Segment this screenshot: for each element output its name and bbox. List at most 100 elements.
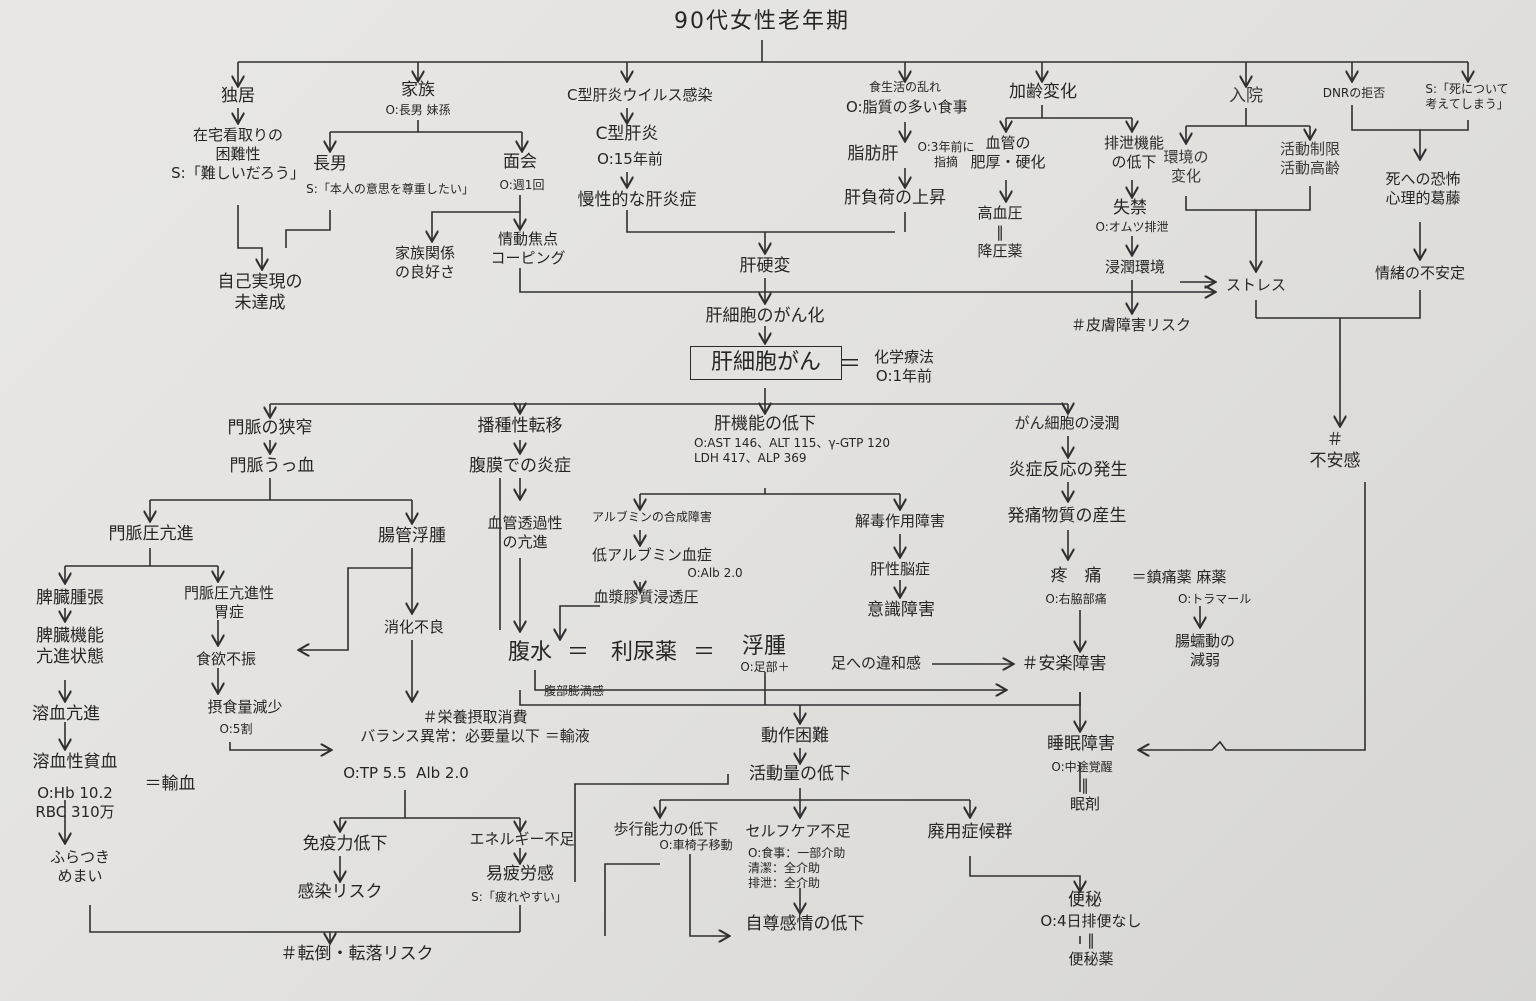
diagram-title: 90代女性老年期 [674, 9, 850, 34]
node-gankaka: 肝細胞のがん化 [705, 306, 825, 326]
node-mansei: 慢性的な肝炎症 [577, 190, 697, 210]
node-hatsutsu: 発痛物質の産生 [1007, 506, 1127, 526]
equals-kagaku: ＝ [838, 352, 861, 377]
node-totsu-o: O:右脇部痛 [1045, 592, 1107, 606]
node-monmyaku-kyosaku: 門脈の狭窄 [227, 418, 313, 438]
node-hizo-shucho: 脾臓腫張 [36, 588, 104, 608]
node-benpi: 便秘 [1068, 890, 1102, 910]
node-stress: ストレス [1225, 276, 1286, 294]
node-katsudoryo: 活動量の低下 [749, 764, 851, 784]
node-monmyaku-uketsu: 門脈うっ血 [229, 456, 315, 476]
node-chozendo: 腸蠕動の 減弱 [1174, 632, 1235, 669]
node-albumin-gosei: アルブミンの合成障害 [592, 510, 712, 524]
node-fuan: ＃ 不安感 [1309, 430, 1361, 471]
node-monmyakuatsu: 門脈圧亢進 [108, 524, 194, 544]
node-eiyo: ＃栄養摂取消費 バランス異常：必要量以下 ＝輸液 [360, 708, 590, 745]
node-dosa-konnan: 動作困難 [761, 726, 829, 746]
node-benpi-o: O:4日排便なし ‖ 便秘薬 [1040, 912, 1142, 968]
node-kankyo: 環境の 変化 [1163, 148, 1209, 185]
node-yuketsu: ＝輸血 [144, 774, 196, 794]
node-nyuin: 入院 [1229, 86, 1263, 106]
node-selfcare: セルフケア不足 [745, 822, 851, 840]
node-hifu: ＃皮膚障害リスク [1070, 316, 1191, 334]
node-enerugi: エネルギー不足 [469, 830, 575, 848]
node-menkai: 面会 [503, 152, 537, 172]
node-eq-chintsu: ＝鎮痛薬 麻薬 [1131, 568, 1227, 586]
node-fukumaku: 腹膜での炎症 [469, 456, 571, 476]
node-monmyaku-isen: 門脈圧亢進性 胃症 [183, 584, 274, 621]
node-koketsuatsu: 高血圧 ‖ 降圧薬 [977, 204, 1023, 260]
node-ihiro: 易疲労感 [486, 864, 554, 884]
node-shi: 死への恐怖 心理的葛藤 [1385, 170, 1461, 207]
node-c-kanen: C型肝炎 [595, 124, 659, 144]
node-c-kanen-o: O:15年前 [597, 150, 663, 168]
node-fushu: 浮腫 [741, 634, 786, 659]
node-kankino: 肝機能の低下 [714, 414, 816, 434]
node-yoketsusei-hinketsu: 溶血性貧血 [32, 752, 118, 772]
node-dnr: DNRの拒否 [1322, 86, 1386, 100]
node-shikkin-o: O:オムツ排泄 [1095, 220, 1169, 234]
node-shibo-o: O:脂質の多い食事 [846, 98, 968, 116]
node-shokuyoku: 食欲不振 [195, 650, 256, 668]
node-hizo-kino: 脾臓機能 亢進状態 [36, 626, 104, 667]
node-dnr-s: S:「死について 考えてしまう」 [1425, 82, 1509, 111]
equals-fushu: ＝ [692, 640, 715, 665]
node-kansen-risk: 感染リスク [297, 882, 383, 902]
node-hashu: 播種性転移 [477, 416, 563, 436]
node-hinketsu-o: O:Hb 10.2 RBC 310万 [35, 784, 115, 821]
node-yoketsu-koshin: 溶血亢進 [32, 704, 100, 724]
node-gedoku: 解毒作用障害 [854, 512, 945, 530]
node-c-kanen-kansen: C型肝炎ウイルス感染 [567, 86, 713, 104]
node-fushu-o: O:足部＋ [740, 660, 790, 674]
node-ashi-iwakan: 足への違和感 [830, 654, 921, 672]
node-totsu: 疼 痛 [1050, 566, 1102, 586]
node-sesshuryo: 摂食量減少 [207, 698, 283, 716]
node-hoko-o: O:車椅子移動 [659, 838, 733, 852]
equals-rinyo: ＝ [566, 640, 589, 665]
node-shoka-fuan: 消化不良 [383, 618, 444, 636]
node-kazoku: 家族 [401, 80, 435, 100]
node-shibokan-o: O:3年前に 指摘 [917, 140, 975, 169]
node-kazokukankei: 家族関係 の良好さ [394, 244, 455, 281]
node-suimin: 睡眠障害 [1047, 734, 1115, 754]
node-tei-albumin-o: O:Alb 2.0 [687, 566, 743, 580]
node-jocho: 情緒の不安定 [1374, 264, 1465, 282]
node-selfcare-o: O:食事：一部介助 清潔：全介助 排泄：全介助 [748, 846, 846, 890]
node-tei-albumin: 低アルブミン血症 [592, 546, 712, 564]
node-chonan-s: S:「本人の意思を尊重したい」 [306, 182, 474, 196]
node-chonan: 長男 [313, 154, 347, 174]
node-chokan-fushu: 腸管浮腫 [378, 526, 446, 546]
node-kazoku-o: O:長男 妹孫 [385, 103, 451, 117]
node-enshou-hassei: 炎症反応の発生 [1008, 460, 1128, 480]
node-suiminzai: ‖ 眠剤 [1069, 776, 1100, 813]
node-dokkyo: 独居 [221, 86, 255, 106]
node-kankino-o: O:AST 146、ALT 115、γ-GTP 120 LDH 417、ALP … [694, 436, 891, 465]
node-haiyo: 廃用症候群 [927, 822, 1013, 842]
node-kanfuka: 肝負荷の上昇 [844, 188, 946, 208]
node-eiyo-o: O:TP 5.5 Alb 2.0 [343, 764, 469, 782]
node-kekkan: 血管の 肥厚・硬化 [970, 134, 1046, 171]
node-fukusui: 腹水 [507, 640, 552, 665]
node-kesho: 血漿膠質浸透圧 [593, 588, 699, 606]
node-kekkan-tsuka: 血管透過性 の亢進 [487, 514, 563, 551]
node-ishiki: 意識障害 [867, 600, 935, 620]
node-meneki: 免疫力低下 [302, 834, 388, 854]
node-suimin-o: O:中途覚醒 [1051, 760, 1113, 774]
node-anraku: ＃安楽障害 [1021, 654, 1107, 674]
node-shoku: 食生活の乱れ [868, 80, 941, 94]
node-tento: ＃転倒・転落リスク [280, 944, 434, 964]
node-fura: ふらつき めまい [49, 848, 110, 885]
node-haisetsu: 排泄機能 の低下 [1103, 134, 1164, 171]
node-jodo: 情動焦点 コーピング [490, 230, 566, 267]
node-jiko: 自己実現の 未達成 [217, 272, 303, 313]
node-karei: 加齢変化 [1009, 82, 1077, 102]
node-hoko: 歩行能力の低下 [613, 820, 719, 838]
node-kankohen: 肝硬変 [739, 256, 791, 276]
node-zaitaku: 在宅看取りの 困難性 S:「難しいだろう」 [171, 126, 305, 182]
node-shikkin: 失禁 [1113, 198, 1147, 218]
node-sesshuryo-o: O:5割 [219, 722, 253, 736]
node-jison: 自尊感情の低下 [745, 914, 865, 934]
node-shinjun: 浸潤環境 [1104, 258, 1165, 276]
